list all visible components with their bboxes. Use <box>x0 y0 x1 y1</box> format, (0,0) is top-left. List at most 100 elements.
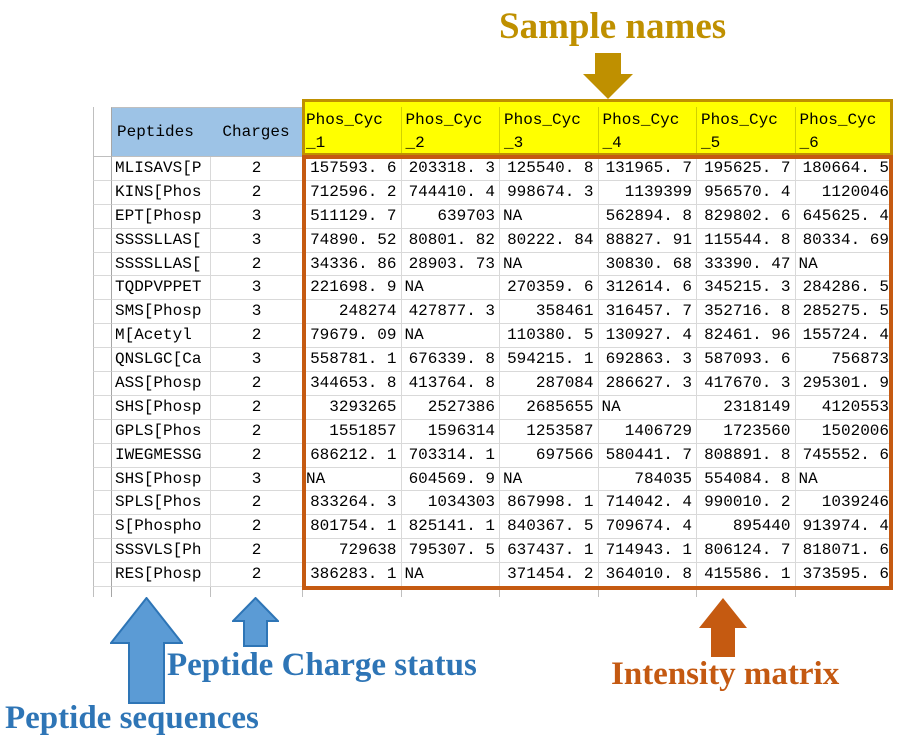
intensity-cell: NA <box>400 324 499 349</box>
intensity-cell: 80334. 69 <box>794 228 893 253</box>
intensity-cell: 1723560 <box>696 419 795 444</box>
sample-column-header: Phos_Cyc_5 <box>696 107 795 157</box>
peptide-sequence-cell: M[Acetyl <box>111 324 210 349</box>
sample-header-top-cell <box>400 99 499 107</box>
row-gutter-cell <box>93 276 111 301</box>
intensity-cell: 895440 <box>696 515 795 540</box>
intensity-cell: 703314. 1 <box>400 443 499 468</box>
intensity-cell: 998674. 3 <box>499 180 598 205</box>
sample-header-line1: Phos_Cyc <box>602 111 680 129</box>
sample-header-top-cell <box>794 99 893 107</box>
intensity-cell: 808891. 8 <box>696 443 795 468</box>
intensity-cell: 594215. 1 <box>499 348 598 373</box>
intensity-cell: 676339. 8 <box>400 348 499 373</box>
sample-header-line2: _4 <box>602 134 622 152</box>
intensity-cell: 1406729 <box>597 419 696 444</box>
charge-cell: 2 <box>210 491 302 516</box>
intensity-cell: 806124. 7 <box>696 539 795 564</box>
intensity-cell: NA <box>794 467 893 492</box>
intensity-cell: 2318149 <box>696 395 795 420</box>
intensity-cell: 697566 <box>499 443 598 468</box>
sample-header-line2: _6 <box>799 134 819 152</box>
sample-names-label: Sample names <box>499 6 727 47</box>
intensity-cell: 413764. 8 <box>400 372 499 396</box>
intensity-cell: 3293265 <box>302 395 401 420</box>
row-gutter-cell <box>93 467 111 492</box>
intensity-cell: 352716. 8 <box>696 300 795 325</box>
peptide-sequence-cell: SMS[Phosp <box>111 300 210 325</box>
intensity-cell: 686212. 1 <box>302 443 401 468</box>
peptide-sequence-cell: SSSSLLAS[ <box>111 228 210 253</box>
row-gutter-cell <box>93 419 111 444</box>
intensity-cell: 364010. 8 <box>597 563 696 588</box>
intensity-cell: 82461. 96 <box>696 324 795 349</box>
intensity-cell: 115544. 8 <box>696 228 795 253</box>
peptide-sequence-cell: SSSVLS[Ph <box>111 539 210 564</box>
charge-cell: 2 <box>210 157 302 181</box>
intensity-cell: 1139399 <box>597 180 696 205</box>
intensity-cell: 30830. 68 <box>597 252 696 277</box>
intensity-cell: 712596. 2 <box>302 180 401 205</box>
intensity-cell: 248274 <box>302 300 401 325</box>
sample-header-top-cell <box>302 99 401 107</box>
peptide-sequence-cell: MLISAVS[P <box>111 157 210 181</box>
row-gutter-cell <box>93 563 111 588</box>
intensity-cell: 795307. 5 <box>400 539 499 564</box>
intensity-cell: 990010. 2 <box>696 491 795 516</box>
intensity-matrix-label: Intensity matrix <box>611 656 840 692</box>
grid-margin-cell <box>111 587 210 598</box>
intensity-cell: 639703 <box>400 204 499 229</box>
intensity-cell: 285275. 5 <box>794 300 893 325</box>
intensity-cell: 756873 <box>794 348 893 373</box>
peptide-sequence-cell: RES[Phosp <box>111 563 210 588</box>
grid-margin-cell <box>93 99 111 107</box>
charge-cell: 2 <box>210 443 302 468</box>
sample-header-line2: _2 <box>405 134 425 152</box>
intensity-cell: 125540. 8 <box>499 157 598 181</box>
charge-cell: 2 <box>210 180 302 205</box>
charge-cell: 2 <box>210 372 302 396</box>
sample-column-header: Phos_Cyc_6 <box>794 107 893 157</box>
intensity-cell: 33390. 47 <box>696 252 795 277</box>
sample-header-line1: Phos_Cyc <box>306 111 383 129</box>
charge-cell: 3 <box>210 300 302 325</box>
peptide-sequence-cell: ASS[Phosp <box>111 372 210 396</box>
peptide-charge-status-label: Peptide Charge status <box>167 647 477 683</box>
sample-header-line1: Phos_Cyc <box>701 111 778 129</box>
intensity-cell: 2685655 <box>499 395 598 420</box>
intensity-cell: NA <box>400 276 499 301</box>
intensity-cell: 1039246 <box>794 491 893 516</box>
grid-margin-cell <box>210 99 302 107</box>
grid-margin-cell <box>93 587 111 598</box>
peptides-column-header: Peptides <box>111 107 210 157</box>
intensity-cell: 840367. 5 <box>499 515 598 540</box>
sample-header-top-cell <box>499 99 598 107</box>
intensity-cell: 818071. 6 <box>794 539 893 564</box>
intensity-cell: 155724. 4 <box>794 324 893 349</box>
peptide-sequence-cell: KINS[Phos <box>111 180 210 205</box>
row-gutter-cell <box>93 107 111 157</box>
grid-margin-cell <box>696 587 795 598</box>
intensity-cell: 286627. 3 <box>597 372 696 396</box>
intensity-cell: 157593. 6 <box>302 157 401 181</box>
intensity-cell: 427877. 3 <box>400 300 499 325</box>
peptide-sequence-cell: TQDPVPPET <box>111 276 210 301</box>
sample-header-top-cell <box>696 99 795 107</box>
intensity-cell: 358461 <box>499 300 598 325</box>
sample-column-header: Phos_Cyc _4 <box>597 107 696 157</box>
intensity-cell: 80222. 84 <box>499 228 598 253</box>
intensity-cell: 284286. 5 <box>794 276 893 301</box>
grid-margin-cell <box>597 587 696 598</box>
intensity-cell: 2527386 <box>400 395 499 420</box>
intensity-cell: 415586. 1 <box>696 563 795 588</box>
intensity-cell: 344653. 8 <box>302 372 401 396</box>
intensity-cell: 825141. 1 <box>400 515 499 540</box>
intensity-cell: 1502006 <box>794 419 893 444</box>
row-gutter-cell <box>93 443 111 468</box>
charge-cell: 3 <box>210 204 302 229</box>
charge-cell: 2 <box>210 252 302 277</box>
grid-margin-cell <box>302 587 401 598</box>
intensity-cell: 287084 <box>499 372 598 396</box>
intensity-cell: 587093. 6 <box>696 348 795 373</box>
peptide-sequence-cell: SHS[Phosp <box>111 395 210 420</box>
